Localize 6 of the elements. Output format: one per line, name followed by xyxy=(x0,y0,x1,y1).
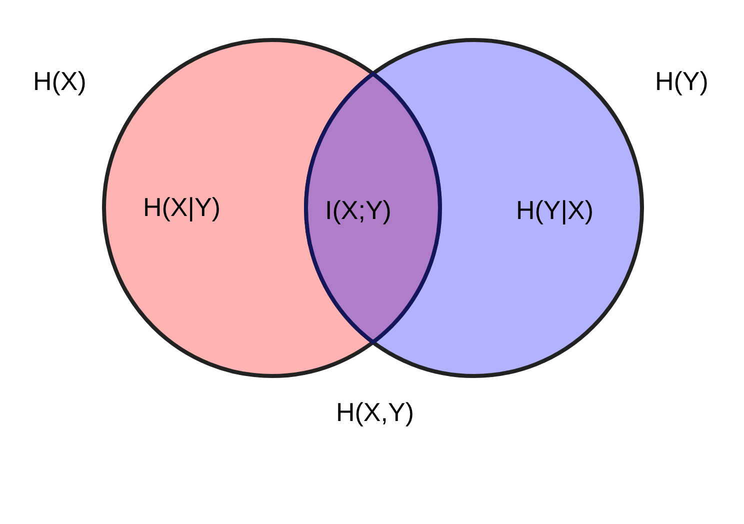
set-label: H(Y) xyxy=(655,66,708,96)
joint-entropy-label: H(X,Y) xyxy=(336,397,414,427)
set-label: H(X) xyxy=(33,66,86,96)
region-label: I(X;Y) xyxy=(325,195,392,225)
region-label: H(X|Y) xyxy=(143,192,221,222)
region-label: H(Y|X) xyxy=(516,195,594,225)
